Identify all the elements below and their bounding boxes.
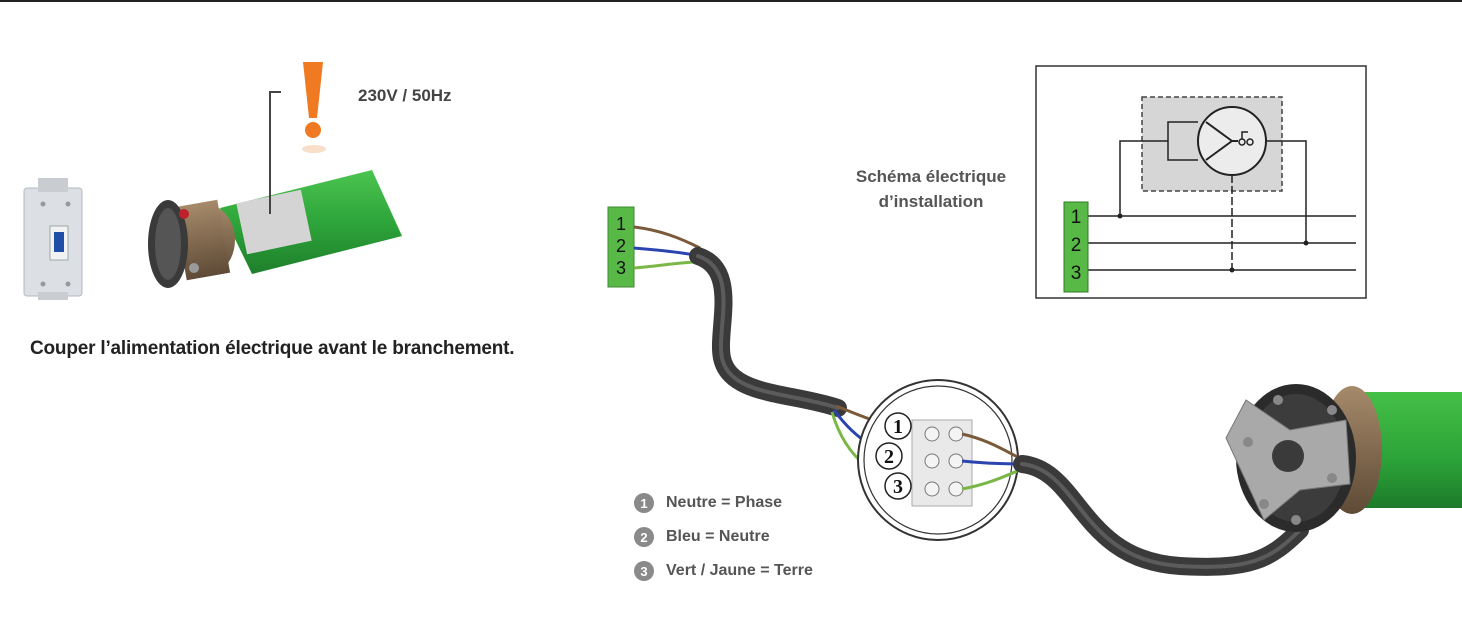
top-border — [0, 0, 1462, 2]
connector-label-3: 3 — [893, 476, 903, 498]
warning-exclamation-icon — [302, 62, 326, 153]
wire-legend: 1 Neutre = Phase 2 Bleu = Neutre 3 Vert … — [634, 486, 813, 588]
legend-item: 3 Vert / Jaune = Terre — [634, 554, 813, 588]
legend-number-badge: 1 — [634, 493, 654, 513]
connector-block-icon: 1 2 3 — [857, 379, 1025, 541]
legend-number-badge: 3 — [634, 561, 654, 581]
legend-item: 2 Bleu = Neutre — [634, 520, 813, 554]
cable-terminal-3: 3 — [616, 258, 626, 278]
schema-title: Schéma électrique d’installation — [846, 164, 1016, 214]
cable-terminal-block — [607, 206, 635, 288]
legend-text: Neutre = Phase — [666, 494, 783, 511]
circuit-breaker-icon — [23, 178, 83, 300]
connector-label-1: 1 — [893, 416, 903, 438]
motor-tube-small-icon — [148, 170, 402, 288]
connector-label-2: 2 — [884, 446, 894, 468]
power-off-warning: Couper l’alimentation électrique avant l… — [30, 338, 515, 359]
schema-terminal-2: 2 — [1071, 235, 1082, 256]
legend-text: Vert / Jaune = Terre — [666, 562, 813, 579]
legend-item: 1 Neutre = Phase — [634, 486, 813, 520]
legend-number-badge: 2 — [634, 527, 654, 547]
schema-title-line1: Schéma électrique — [855, 167, 1007, 186]
cable-terminal-2: 2 — [616, 236, 626, 256]
voltage-label: 230V / 50Hz — [358, 86, 452, 105]
wiring-schematic — [1035, 65, 1367, 299]
legend-text: Bleu = Neutre — [666, 528, 770, 545]
wires-top — [633, 225, 701, 270]
motor-tube-large-icon — [1225, 384, 1462, 532]
schema-terminal-1: 1 — [1071, 207, 1082, 228]
cable-terminal-1: 1 — [616, 214, 626, 234]
schema-title-line2: d’installation — [878, 192, 984, 211]
schema-terminal-3: 3 — [1071, 263, 1082, 284]
callout-line — [269, 91, 281, 214]
